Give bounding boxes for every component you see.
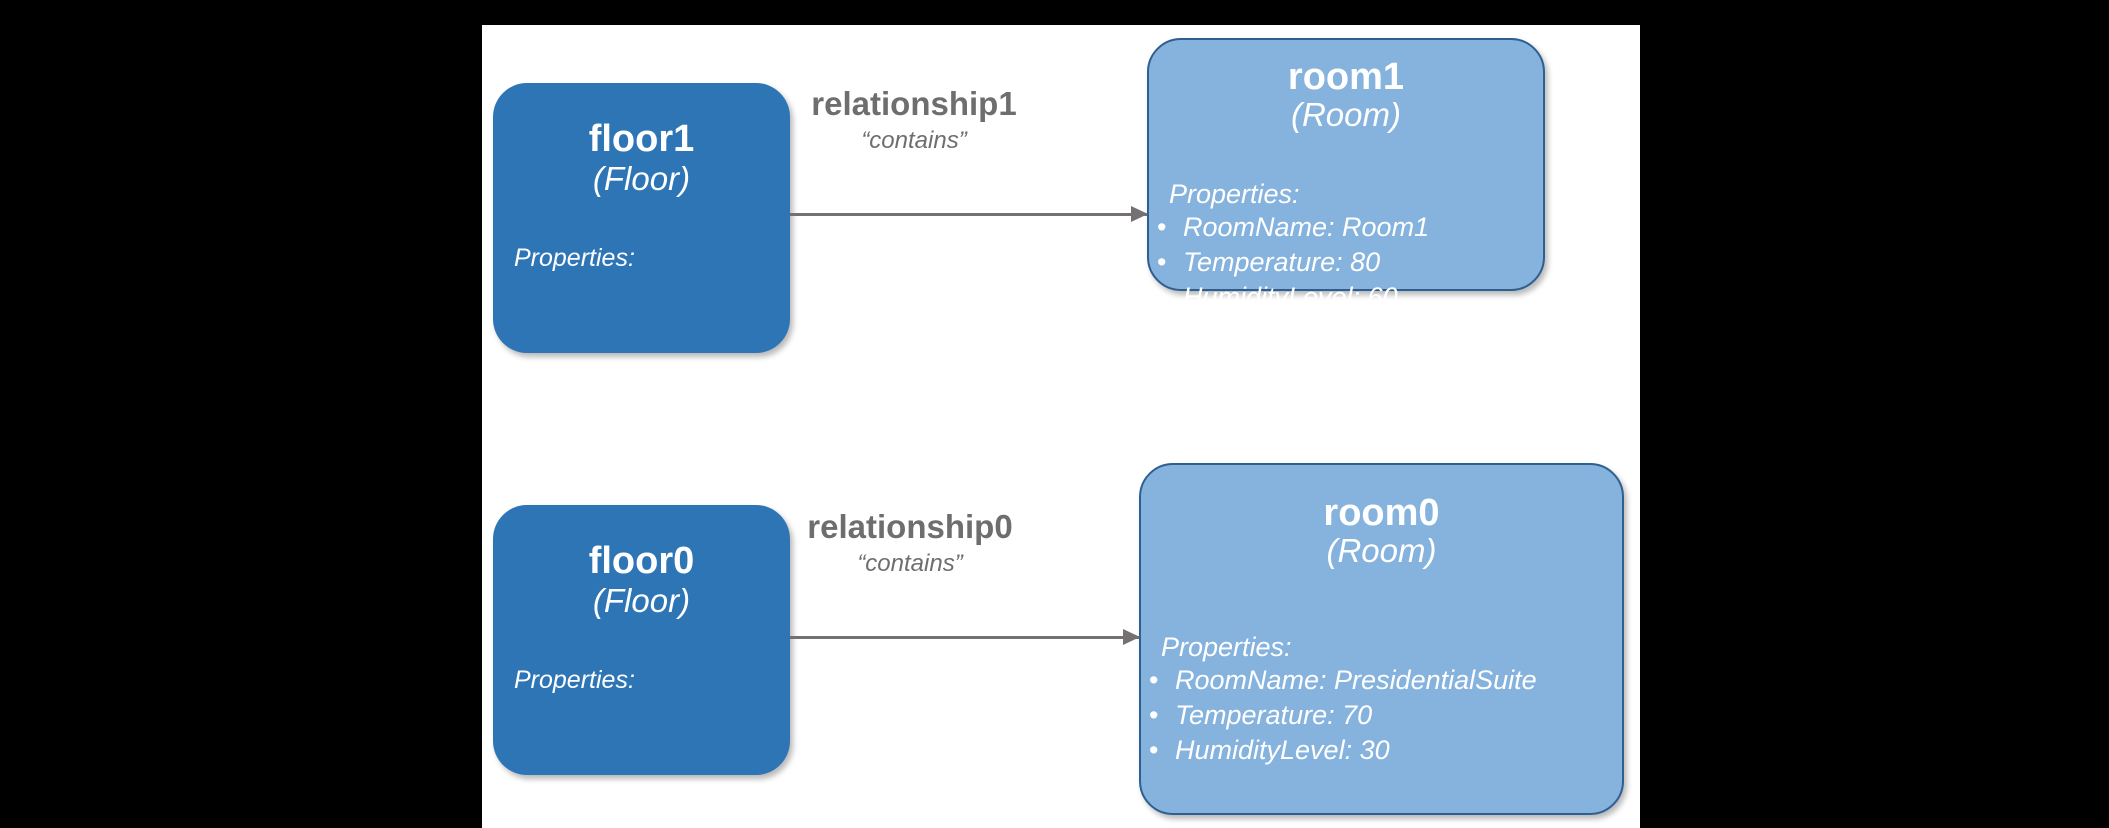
edge-line xyxy=(790,636,1139,639)
node-room0-properties-label: Properties: xyxy=(1161,631,1292,662)
node-room0[interactable]: room0 (Room) Properties: RoomName: Presi… xyxy=(1139,463,1624,815)
property-item: HumidityLevel: 30 xyxy=(1141,733,1622,768)
edge-relationship1 xyxy=(790,206,1148,222)
node-floor1-type: (Floor) xyxy=(592,160,691,198)
edge-relationship0-label: relationship0 “contains” xyxy=(730,508,1090,577)
node-room0-properties-list: RoomName: PresidentialSuite Temperature:… xyxy=(1141,663,1622,768)
node-floor1-properties-label: Properties: xyxy=(514,243,635,272)
node-room1-type: (Room) xyxy=(1290,96,1401,134)
node-floor0[interactable]: floor0 (Floor) Properties: xyxy=(493,505,790,775)
node-room1-properties-label: Properties: xyxy=(1169,178,1300,209)
node-floor0-type: (Floor) xyxy=(592,582,691,620)
diagram-canvas: floor1 (Floor) Properties: room1 (Room) … xyxy=(482,25,1640,828)
node-room1[interactable]: room1 (Room) Properties: RoomName: Room1… xyxy=(1147,38,1545,315)
node-room0-type: (Room) xyxy=(1326,532,1437,570)
node-room0-title: room0 xyxy=(1323,492,1440,534)
arrow-head-icon xyxy=(1131,206,1148,222)
property-item: Temperature: 70 xyxy=(1141,698,1622,733)
node-floor1-title: floor1 xyxy=(588,118,695,160)
edge-line xyxy=(790,213,1147,216)
node-floor0-title: floor0 xyxy=(588,540,695,582)
node-floor0-properties-label: Properties: xyxy=(514,665,635,694)
edge-relationship0 xyxy=(790,629,1140,645)
edge-relationship1-label: relationship1 “contains” xyxy=(734,85,1094,154)
node-room1-title: room1 xyxy=(1287,56,1405,98)
property-item: HumidityLevel: 60 xyxy=(1149,280,1543,315)
edge-relationship1-name: relationship1 xyxy=(811,85,1017,122)
property-item: RoomName: PresidentialSuite xyxy=(1141,663,1622,698)
edge-relationship0-kind: “contains” xyxy=(857,549,963,577)
property-item: Temperature: 80 xyxy=(1149,245,1543,280)
arrow-head-icon xyxy=(1123,629,1140,645)
edge-relationship1-kind: “contains” xyxy=(861,126,967,154)
property-item: RoomName: Room1 xyxy=(1149,210,1543,245)
node-floor1[interactable]: floor1 (Floor) Properties: xyxy=(493,83,790,353)
edge-relationship0-name: relationship0 xyxy=(807,508,1013,545)
node-room1-properties-list: RoomName: Room1 Temperature: 80 Humidity… xyxy=(1149,210,1543,315)
